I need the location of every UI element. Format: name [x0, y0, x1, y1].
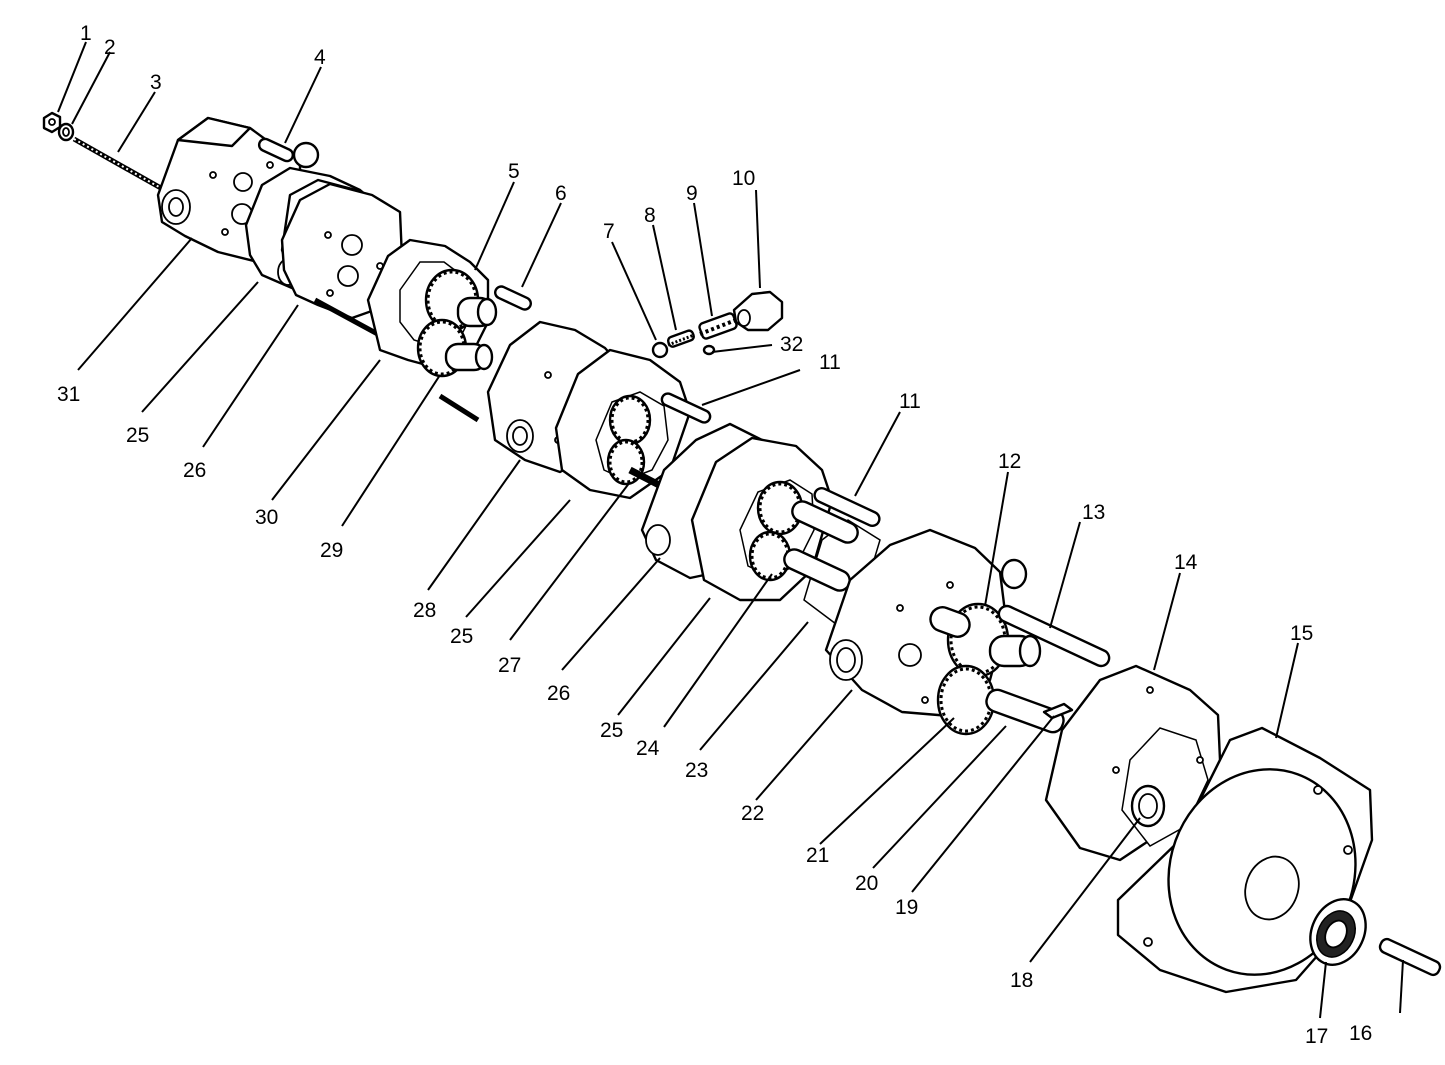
part-spring [698, 312, 738, 340]
part-washer [57, 122, 75, 142]
part-nut [42, 111, 62, 134]
part-poppet [666, 329, 695, 348]
callout-13: 13 [1082, 501, 1105, 524]
callout-10: 10 [732, 167, 755, 190]
callout-4: 4 [314, 46, 326, 69]
part-long-pin-3 [997, 604, 1111, 668]
callout-16: 16 [1349, 1022, 1372, 1045]
callout-21: 21 [806, 844, 829, 867]
callout-8: 8 [644, 204, 656, 227]
part-front-flange [1116, 726, 1374, 994]
callout-11-b: 11 [899, 390, 921, 413]
callout-24: 24 [636, 737, 660, 760]
callout-15: 15 [1290, 622, 1313, 645]
callout-labels: 1 2 3 4 5 6 7 8 9 10 11 11 12 13 14 15 1… [57, 22, 1372, 1048]
part-stud-bolt [72, 136, 177, 199]
part-valve-cap [732, 290, 784, 332]
callout-32: 32 [780, 333, 803, 356]
part-front-key [1378, 937, 1442, 977]
callout-14: 14 [1174, 551, 1198, 574]
part-o-ring [702, 344, 716, 356]
part-long-pin-2 [813, 486, 881, 528]
part-dowel-pin [494, 285, 532, 311]
part-drive-gear [424, 268, 498, 332]
callout-31: 31 [57, 383, 80, 406]
callout-2: 2 [104, 36, 116, 59]
callout-9: 9 [686, 182, 698, 205]
part-shaft-seal [1309, 898, 1367, 966]
callout-22: 22 [741, 802, 764, 825]
callout-27: 27 [498, 654, 521, 677]
callout-3: 3 [150, 71, 162, 94]
callout-11-a: 11 [819, 351, 841, 374]
callout-5: 5 [508, 160, 520, 183]
callout-19: 19 [895, 896, 918, 919]
part-long-pin-1 [660, 392, 712, 424]
callout-6: 6 [555, 182, 567, 205]
callout-25-b: 25 [450, 625, 473, 648]
callout-26-a: 26 [183, 459, 206, 482]
callout-25-c: 25 [600, 719, 623, 742]
part-relief-ball [651, 341, 669, 359]
callout-20: 20 [855, 872, 878, 895]
part-front-driven-gear [936, 664, 1065, 736]
callout-29: 29 [320, 539, 343, 562]
leader-lines [57, 41, 1404, 1019]
callout-26-b: 26 [547, 682, 570, 705]
callout-17: 17 [1305, 1025, 1328, 1048]
part-front-drive-gear [929, 602, 1042, 678]
part-body-section-2 [280, 182, 404, 341]
callout-30: 30 [255, 506, 278, 529]
callout-23: 23 [685, 759, 708, 782]
callout-25-a: 25 [126, 424, 149, 447]
callout-1: 1 [80, 22, 92, 45]
callout-7: 7 [603, 220, 615, 243]
callout-12: 12 [998, 450, 1021, 473]
part-shaft-key [1042, 702, 1074, 720]
callout-28: 28 [413, 599, 436, 622]
part-driven-gear [416, 318, 494, 423]
callout-18: 18 [1010, 969, 1033, 992]
